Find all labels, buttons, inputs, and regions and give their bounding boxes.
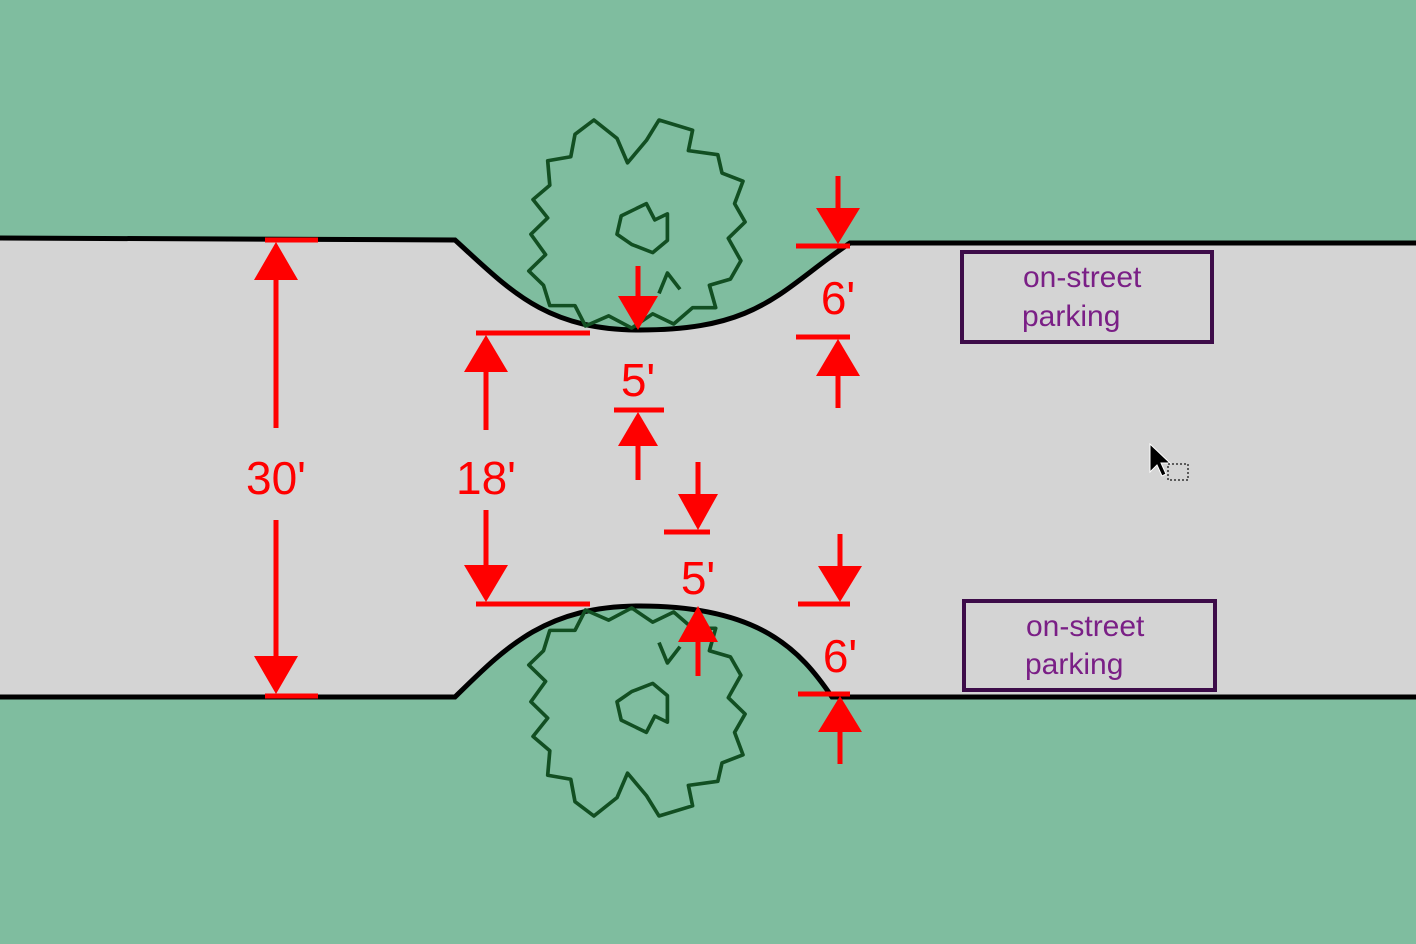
bottom-curb-line — [0, 603, 1416, 700]
dimension-18ft: 18' — [456, 330, 590, 607]
dimension-30ft: 30' — [246, 237, 318, 699]
dimension-label-5ft-bottom: 5' — [681, 552, 715, 604]
dimension-5ft-top: 5' — [614, 266, 664, 480]
dimension-label-30ft: 30' — [246, 452, 306, 504]
mouse-cursor-icon — [1149, 442, 1189, 481]
parking-label-top-line2: parking — [1022, 300, 1120, 333]
dimension-label-5ft-top: 5' — [621, 354, 655, 406]
parking-label-bottom-line2: parking — [1025, 648, 1123, 681]
dimension-label-6ft-top: 6' — [821, 272, 855, 324]
street-pavement — [0, 238, 1416, 697]
dimension-5ft-bottom: 5' — [664, 462, 718, 676]
dimension-label-18ft: 18' — [456, 452, 516, 504]
parking-label-bottom: on-street parking — [962, 599, 1217, 692]
dimension-label-6ft-bottom: 6' — [823, 630, 857, 682]
dimension-6ft-top: 6' — [796, 176, 860, 408]
parking-label-top: on-street parking — [960, 250, 1214, 344]
top-curb-line — [0, 235, 1416, 333]
parking-label-top-line1: on-street — [1023, 261, 1142, 294]
dimension-6ft-bottom: 6' — [798, 534, 862, 764]
parking-label-bottom-line1: on-street — [1026, 610, 1145, 643]
